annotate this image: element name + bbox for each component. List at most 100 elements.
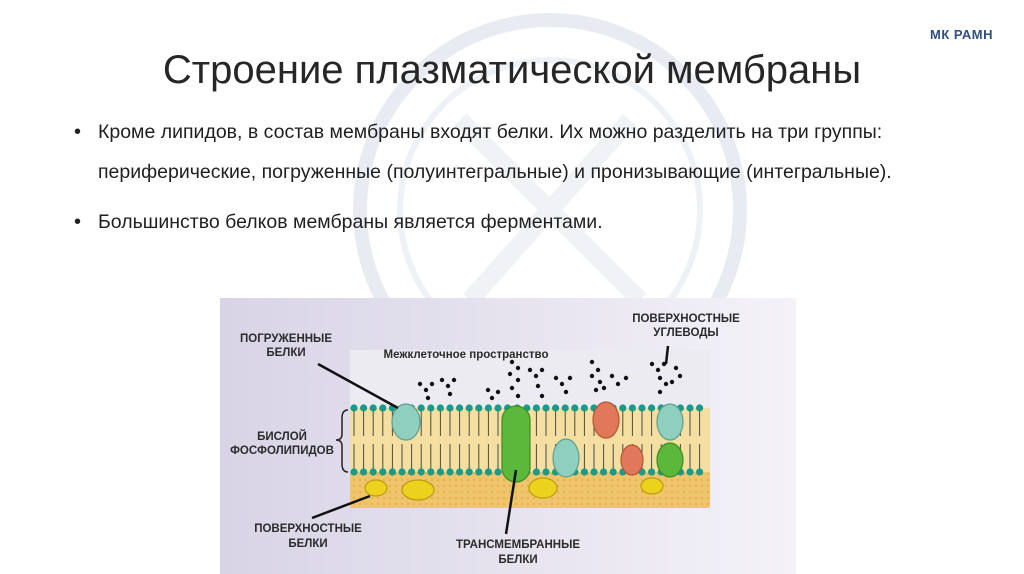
lipid-head <box>379 404 387 412</box>
label-transmembrane: ТРАНСМЕМБРАННЫЕ БЕЛКИ <box>456 539 580 566</box>
embedded-protein <box>620 444 644 476</box>
embedded-protein <box>592 401 620 439</box>
label-line: БИСЛОЙ <box>257 430 307 443</box>
label-intercellular: Межклеточное пространство <box>384 349 549 361</box>
page-title: Строение плазматической мембраны <box>162 48 862 92</box>
lipid-head <box>542 404 550 412</box>
lipid-head <box>417 468 425 476</box>
lipid-head <box>638 404 646 412</box>
lipid-head <box>427 468 435 476</box>
lipid-head <box>648 468 656 476</box>
lipid-head <box>494 468 502 476</box>
lipid-head <box>542 468 550 476</box>
lipid-head <box>484 404 492 412</box>
lipid-head <box>686 404 694 412</box>
carbohydrate-chain <box>669 365 683 385</box>
lipid-head <box>350 404 358 412</box>
extracellular-area <box>350 350 710 408</box>
lipid-head <box>465 404 473 412</box>
embedded-protein <box>552 438 580 478</box>
lipid-head <box>417 404 425 412</box>
carbohydrate-chains <box>417 359 683 401</box>
lipid-head <box>379 468 387 476</box>
carbohydrate-chain <box>485 387 501 401</box>
carbohydrate-chain <box>553 375 573 395</box>
lipid-head <box>369 404 377 412</box>
lipid-head <box>350 468 358 476</box>
lipid-head <box>619 404 627 412</box>
lipid-head <box>494 404 502 412</box>
lipid-head <box>532 404 540 412</box>
lipid-head <box>580 404 588 412</box>
arrow-carbohydrates <box>664 345 670 365</box>
lipid-head <box>456 404 464 412</box>
lipid-head <box>436 404 444 412</box>
lipid-head <box>369 468 377 476</box>
label-line: БЕЛКИ <box>498 554 537 566</box>
lipid-head <box>696 468 704 476</box>
carbohydrate-chain <box>609 373 629 387</box>
bullet-item: Кроме липидов, в состав мембраны входят … <box>70 112 970 192</box>
pointer-arrows <box>311 345 670 535</box>
lipid-head <box>398 468 406 476</box>
bilayer-bracket <box>335 409 349 473</box>
bullet-list: Кроме липидов, в состав мембраны входят … <box>70 112 970 252</box>
label-line: УГЛЕВОДЫ <box>653 327 718 339</box>
proteins <box>364 401 684 501</box>
carbohydrate-chain <box>507 359 521 399</box>
label-line: ПОВЕРХНОСТНЫЕ <box>632 313 740 325</box>
carbohydrate-chain <box>439 377 457 397</box>
lipid-head <box>580 468 588 476</box>
embedded-protein <box>391 403 421 441</box>
lipid-head <box>571 404 579 412</box>
logo-text: МК РАМН <box>930 27 994 42</box>
label-bilayer: БИСЛОЙ ФОСФОЛИПИДОВ <box>230 430 334 457</box>
membrane-diagram-svg: ПОГРУЖЕННЫЕ БЕЛКИ Межклеточное пространст… <box>220 298 796 574</box>
lipid-head <box>446 404 454 412</box>
lipid-head <box>590 468 598 476</box>
lipid-head <box>360 468 368 476</box>
label-line: ТРАНСМЕМБРАННЫЕ <box>456 539 580 551</box>
surface-protein <box>364 479 388 497</box>
transmembrane-protein-top <box>656 403 684 441</box>
membrane-diagram: ПОГРУЖЕННЫЕ БЕЛКИ Межклеточное пространст… <box>220 298 796 574</box>
label-line: БЕЛКИ <box>288 538 327 550</box>
lipid-head <box>628 404 636 412</box>
lipid-head <box>532 468 540 476</box>
lipid-head <box>436 468 444 476</box>
carbohydrate-chain <box>649 361 669 395</box>
label-line: ПОГРУЖЕННЫЕ <box>240 333 332 345</box>
lipid-head <box>446 468 454 476</box>
transmembrane-protein-green <box>501 405 531 483</box>
lipid-head <box>475 468 483 476</box>
lipid-head <box>600 468 608 476</box>
lipid-head <box>360 404 368 412</box>
label-line: ФОСФОЛИПИДОВ <box>230 445 334 457</box>
lipid-head <box>552 404 560 412</box>
label-line: ПОВЕРХНОСТНЫЕ <box>254 523 362 535</box>
arrow-embedded <box>317 362 399 410</box>
surface-protein <box>640 477 664 495</box>
lipid-head <box>686 468 694 476</box>
lipid-head <box>408 468 416 476</box>
surface-protein <box>528 477 558 499</box>
diagram-labels: ПОГРУЖЕННЫЕ БЕЛКИ Межклеточное пространст… <box>230 313 740 566</box>
lipid-head <box>465 468 473 476</box>
lipid-head <box>475 404 483 412</box>
surface-protein <box>401 479 435 501</box>
lipid-head <box>609 468 617 476</box>
bullet-item: Большинство белков мембраны является фер… <box>70 202 970 242</box>
lipid-head <box>696 404 704 412</box>
label-surface-proteins: ПОВЕРХНОСТНЫЕ БЕЛКИ <box>254 523 362 550</box>
transmembrane-protein-bottom <box>656 442 684 478</box>
arrow-transmembrane <box>504 469 518 535</box>
lipid-head <box>561 404 569 412</box>
arrow-surface-proteins <box>311 494 371 520</box>
lipid-head <box>427 404 435 412</box>
carbohydrate-chain <box>527 367 545 399</box>
carbohydrate-chain <box>589 359 607 393</box>
label-embedded-proteins: ПОГРУЖЕННЫЕ БЕЛКИ <box>240 333 332 359</box>
lipid-head <box>484 468 492 476</box>
label-line: БЕЛКИ <box>266 347 305 359</box>
lipid-head <box>648 404 656 412</box>
